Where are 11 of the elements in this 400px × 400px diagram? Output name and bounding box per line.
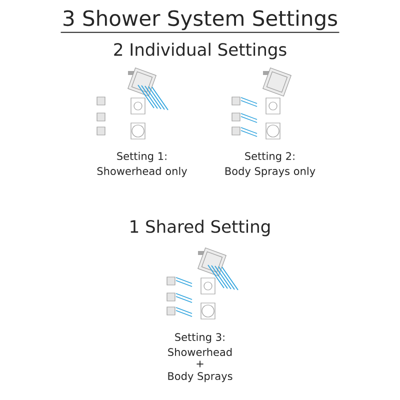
section-heading: 1 Shared Setting xyxy=(130,220,270,236)
setting-caption: Setting 1: xyxy=(117,152,166,162)
setting-caption: Showerhead xyxy=(168,348,232,356)
setting-caption: + xyxy=(196,360,204,368)
setting-caption: Setting 2: xyxy=(245,152,294,162)
setting-caption: Showerhead only xyxy=(97,166,188,178)
section-heading: 2 Individual Settings xyxy=(114,42,286,60)
setting-caption: Body Sprays xyxy=(168,372,232,382)
title: 3 Shower System Settings xyxy=(64,10,337,30)
setting-caption: Body Sprays only xyxy=(225,166,316,178)
setting-caption: Setting 3: xyxy=(175,332,224,344)
